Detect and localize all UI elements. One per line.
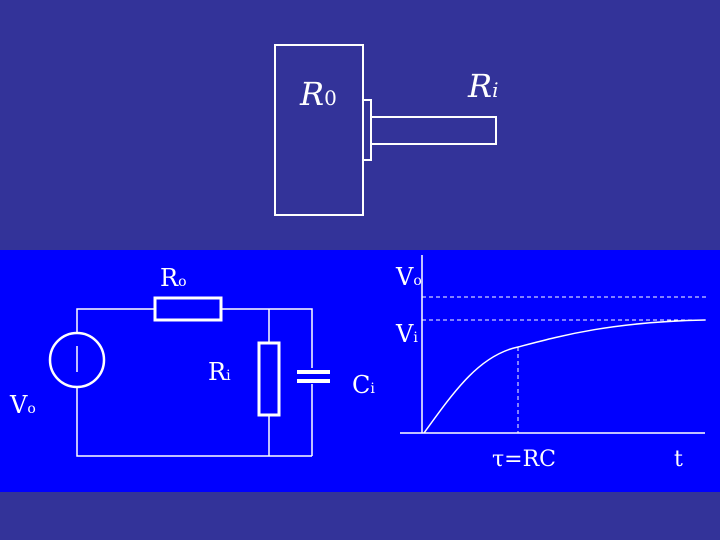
label-ri-top: Ri	[468, 67, 499, 105]
label-ri: Ri	[208, 358, 231, 386]
label-vi-graph: Vi	[396, 320, 418, 348]
charging-curve	[423, 319, 706, 434]
label-tau: τ=RC	[492, 447, 557, 472]
label-t-axis: t	[674, 447, 683, 472]
label-r0: R0	[300, 75, 337, 113]
resistor-ri	[257, 341, 281, 417]
wire-top-left	[76, 308, 155, 333]
circuit	[48, 296, 330, 457]
resistor-ro	[153, 296, 223, 322]
label-ro: Ro	[160, 264, 187, 292]
r0-block	[274, 44, 364, 216]
ri-probe	[370, 116, 497, 145]
charging-graph	[400, 255, 708, 434]
label-vo-source: Vo	[10, 391, 36, 419]
connector-plate	[362, 99, 372, 161]
label-vo-graph: Vo	[396, 263, 422, 291]
wire-bottom	[76, 387, 312, 457]
label-ci: Ci	[352, 371, 375, 399]
blue-band	[0, 250, 720, 492]
wire-top-right	[220, 308, 313, 368]
voltage-source	[48, 331, 106, 389]
